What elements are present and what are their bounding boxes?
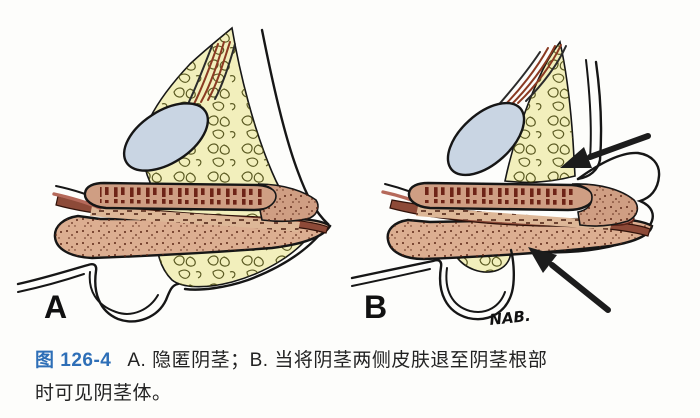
figure-illustration: A: [16, 27, 661, 329]
glans-region: [571, 183, 639, 227]
pubic-bone: [122, 102, 210, 172]
arrow-lower-head: [528, 247, 557, 273]
cavernosum-stripes: [100, 187, 262, 205]
corpus-cavernosum: [407, 181, 595, 212]
scrotum-loop: [16, 263, 180, 323]
dartos-band: [90, 206, 300, 232]
glans-region: [257, 183, 319, 223]
dartos-texture: [90, 206, 300, 232]
cavernosum-stripes: [424, 187, 578, 205]
pubic-bone: [446, 101, 526, 177]
figure-caption: 图 126-4 A. 隐匿阴茎；B. 当将阴茎两侧皮肤退至阴茎根部 时可见阴茎体。: [35, 344, 675, 411]
figure-number: 图 126-4: [35, 350, 112, 371]
arrow-lower: [528, 247, 611, 313]
muscle-fibers: [186, 41, 236, 107]
glans-texture: [258, 184, 318, 222]
panel-b: B NAB.: [350, 41, 661, 329]
corpus-cavernosum: [83, 181, 281, 212]
panel-label-b: B: [364, 289, 387, 325]
glans-texture: [572, 183, 638, 226]
spongiosum-texture: [387, 218, 652, 259]
panel-label-a: A: [44, 289, 67, 325]
dartos-texture: [416, 206, 612, 230]
caption-line1: A. 隐匿阴茎；B. 当将阴茎两侧皮肤退至阴茎根部: [127, 350, 548, 371]
artist-signature: NAB.: [489, 307, 532, 329]
dartos-band: [416, 206, 612, 230]
caption-line2: 时可见阴茎体。: [35, 383, 172, 405]
arrow-upper: [560, 133, 651, 168]
corpus-spongiosum: [386, 217, 654, 261]
scrotum-loop: [350, 248, 515, 321]
arrow-upper-head: [560, 147, 592, 168]
panel-a: A: [16, 27, 332, 325]
